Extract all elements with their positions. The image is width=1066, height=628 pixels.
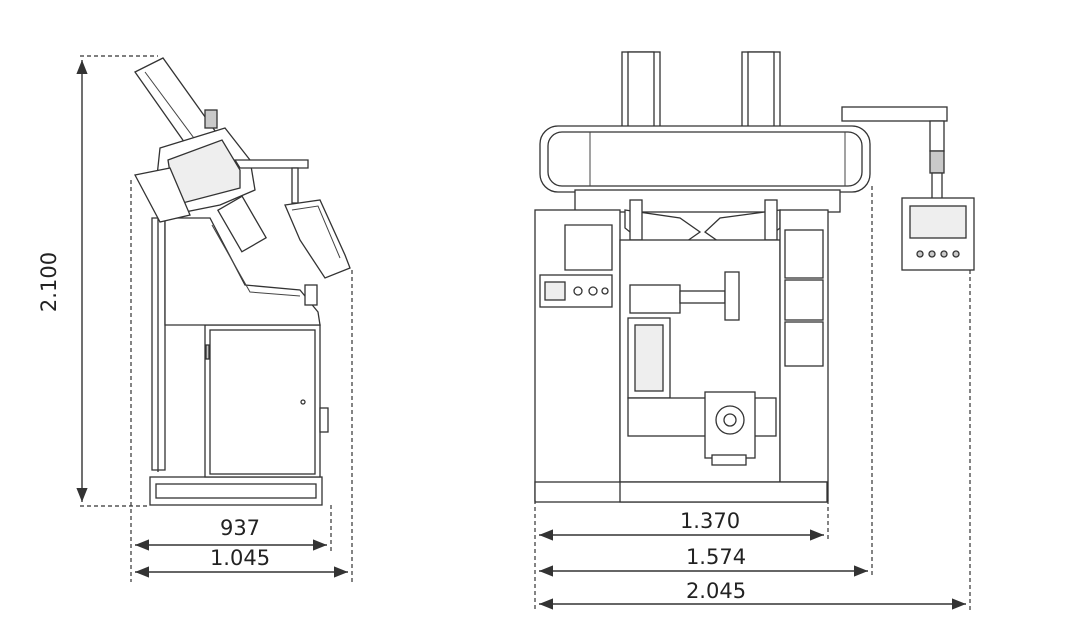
side-view-machine: [134, 57, 351, 506]
front-width-total-label: 2.045: [686, 579, 746, 603]
front-view-machine: [534, 51, 975, 503]
height-label: 2.100: [37, 252, 61, 312]
front-width-body-label: 1.370: [680, 509, 740, 533]
front-width-panel-label: 1.574: [686, 545, 746, 569]
side-depth-inner-label: 937: [220, 516, 260, 540]
dimension-lines: [76, 55, 971, 612]
side-depth-outer-label: 1.045: [210, 546, 270, 570]
